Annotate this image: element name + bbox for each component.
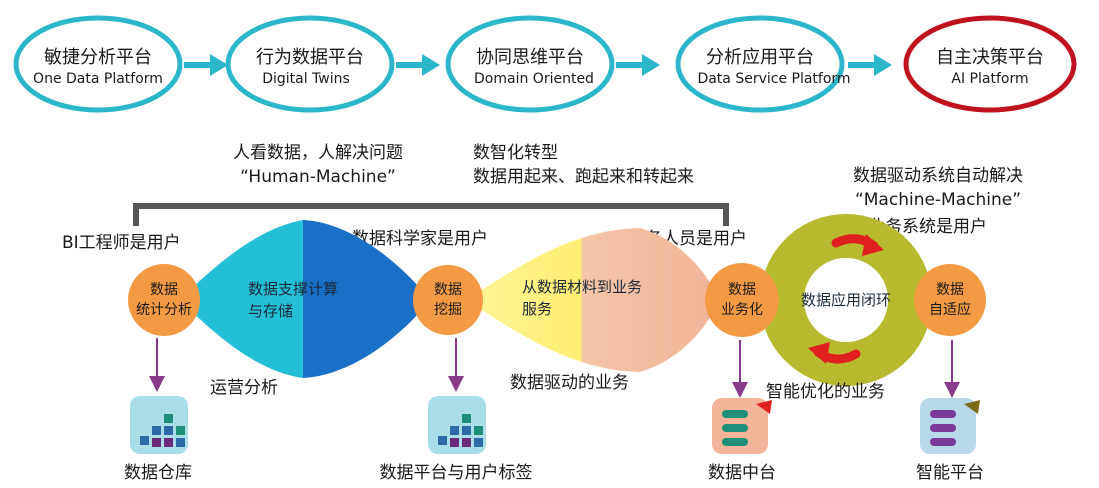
stage-arrows xyxy=(184,54,892,76)
node-businessize: 数据 业务化 xyxy=(705,263,779,337)
node-mining-line1: 数据 xyxy=(434,282,462,298)
product-name-platform-tags: 数据平台与用户标签 xyxy=(380,463,533,483)
cycle-arrow-icon xyxy=(808,342,861,364)
compute-label-line2: 与存储 xyxy=(248,302,293,320)
stage-1-subtitle: One Data Platform xyxy=(33,71,163,87)
stage-5-subtitle: AI Platform xyxy=(951,71,1028,87)
stage-2-subtitle: Digital Twins xyxy=(262,71,350,87)
bar-grid-icon xyxy=(130,396,188,454)
node-statistics-line1: 数据 xyxy=(150,282,178,298)
product-name-smart-platform: 智能平台 xyxy=(916,463,984,483)
phase-machine-line2: “Machine-Machine” xyxy=(855,190,1021,210)
phase-transform-line2: 数据用起来、跑起来和转起来 xyxy=(473,167,694,187)
platform-stage-5: 自主决策平台 AI Platform xyxy=(903,15,1077,113)
platform-stage-3: 协同思维平台 Domain Oriented xyxy=(445,15,615,113)
loop-label: 数据应用闭环 xyxy=(801,291,891,309)
product-name-middle-platform: 数据中台 xyxy=(708,463,776,483)
right-arrow-icon xyxy=(848,54,892,76)
node-mining: 数据 挖掘 xyxy=(413,265,483,335)
node-adaptive: 数据 自适应 xyxy=(914,264,986,336)
node-mining-line2: 挖掘 xyxy=(434,302,462,318)
stage-1-title: 敏捷分析平台 xyxy=(44,47,152,68)
phase-human-line1: 人看数据，人解决问题 xyxy=(233,143,403,163)
node-statistics-line2: 统计分析 xyxy=(136,302,192,318)
user-label-scientist: 数据科学家是用户 xyxy=(352,229,488,249)
material-service-shape: 从数据材料到业务 服务 xyxy=(466,228,720,372)
down-arrows xyxy=(149,338,960,398)
node-adaptive-line1: 数据 xyxy=(936,282,964,298)
list-card-icon xyxy=(712,398,772,454)
node-statistics: 数据 统计分析 xyxy=(128,264,200,336)
compute-label-line1: 数据支撑计算 xyxy=(248,280,338,298)
stage-3-subtitle: Domain Oriented xyxy=(474,71,594,87)
right-arrow-icon xyxy=(396,54,440,76)
phase-machine-line1: 数据驱动系统自动解决 xyxy=(853,166,1023,186)
platform-stage-1: 敏捷分析平台 One Data Platform xyxy=(13,15,183,113)
node-businessize-line1: 数据 xyxy=(728,282,756,298)
material-label-line2: 服务 xyxy=(522,300,552,318)
stage-3-title: 协同思维平台 xyxy=(476,47,584,68)
stage-2-title: 行为数据平台 xyxy=(256,47,364,68)
user-label-bi: BI工程师是用户 xyxy=(62,233,181,253)
stage-5-title: 自主决策平台 xyxy=(936,47,1044,68)
application-loop-ring: 数据应用闭环 xyxy=(760,214,932,386)
business-label-optimized: 智能优化的业务 xyxy=(766,382,885,402)
cycle-arrow-icon xyxy=(831,234,884,256)
right-arrow-icon xyxy=(184,54,228,76)
bar-grid-icon xyxy=(428,396,486,454)
stage-4-title: 分析应用平台 xyxy=(706,47,814,68)
node-businessize-line2: 业务化 xyxy=(721,302,763,318)
phase-human-line2: “Human-Machine” xyxy=(240,167,396,187)
stage-4-subtitle: Data Service Platform xyxy=(697,71,850,87)
business-label-ops: 运营分析 xyxy=(210,378,278,398)
platform-stage-2: 行为数据平台 Digital Twins xyxy=(225,15,395,113)
platform-stage-4: 分析应用平台 Data Service Platform xyxy=(675,15,851,113)
compute-storage-shape: 数据支撑计算 与存储 xyxy=(180,220,430,378)
scope-bracket xyxy=(133,203,729,226)
list-card-icon xyxy=(920,398,980,454)
product-name-warehouse: 数据仓库 xyxy=(124,463,192,483)
business-label-driven: 数据驱动的业务 xyxy=(510,373,629,393)
material-label-line1: 从数据材料到业务 xyxy=(522,278,642,296)
right-arrow-icon xyxy=(616,54,660,76)
phase-transform-line1: 数智化转型 xyxy=(473,143,558,163)
node-adaptive-line2: 自适应 xyxy=(929,301,971,318)
